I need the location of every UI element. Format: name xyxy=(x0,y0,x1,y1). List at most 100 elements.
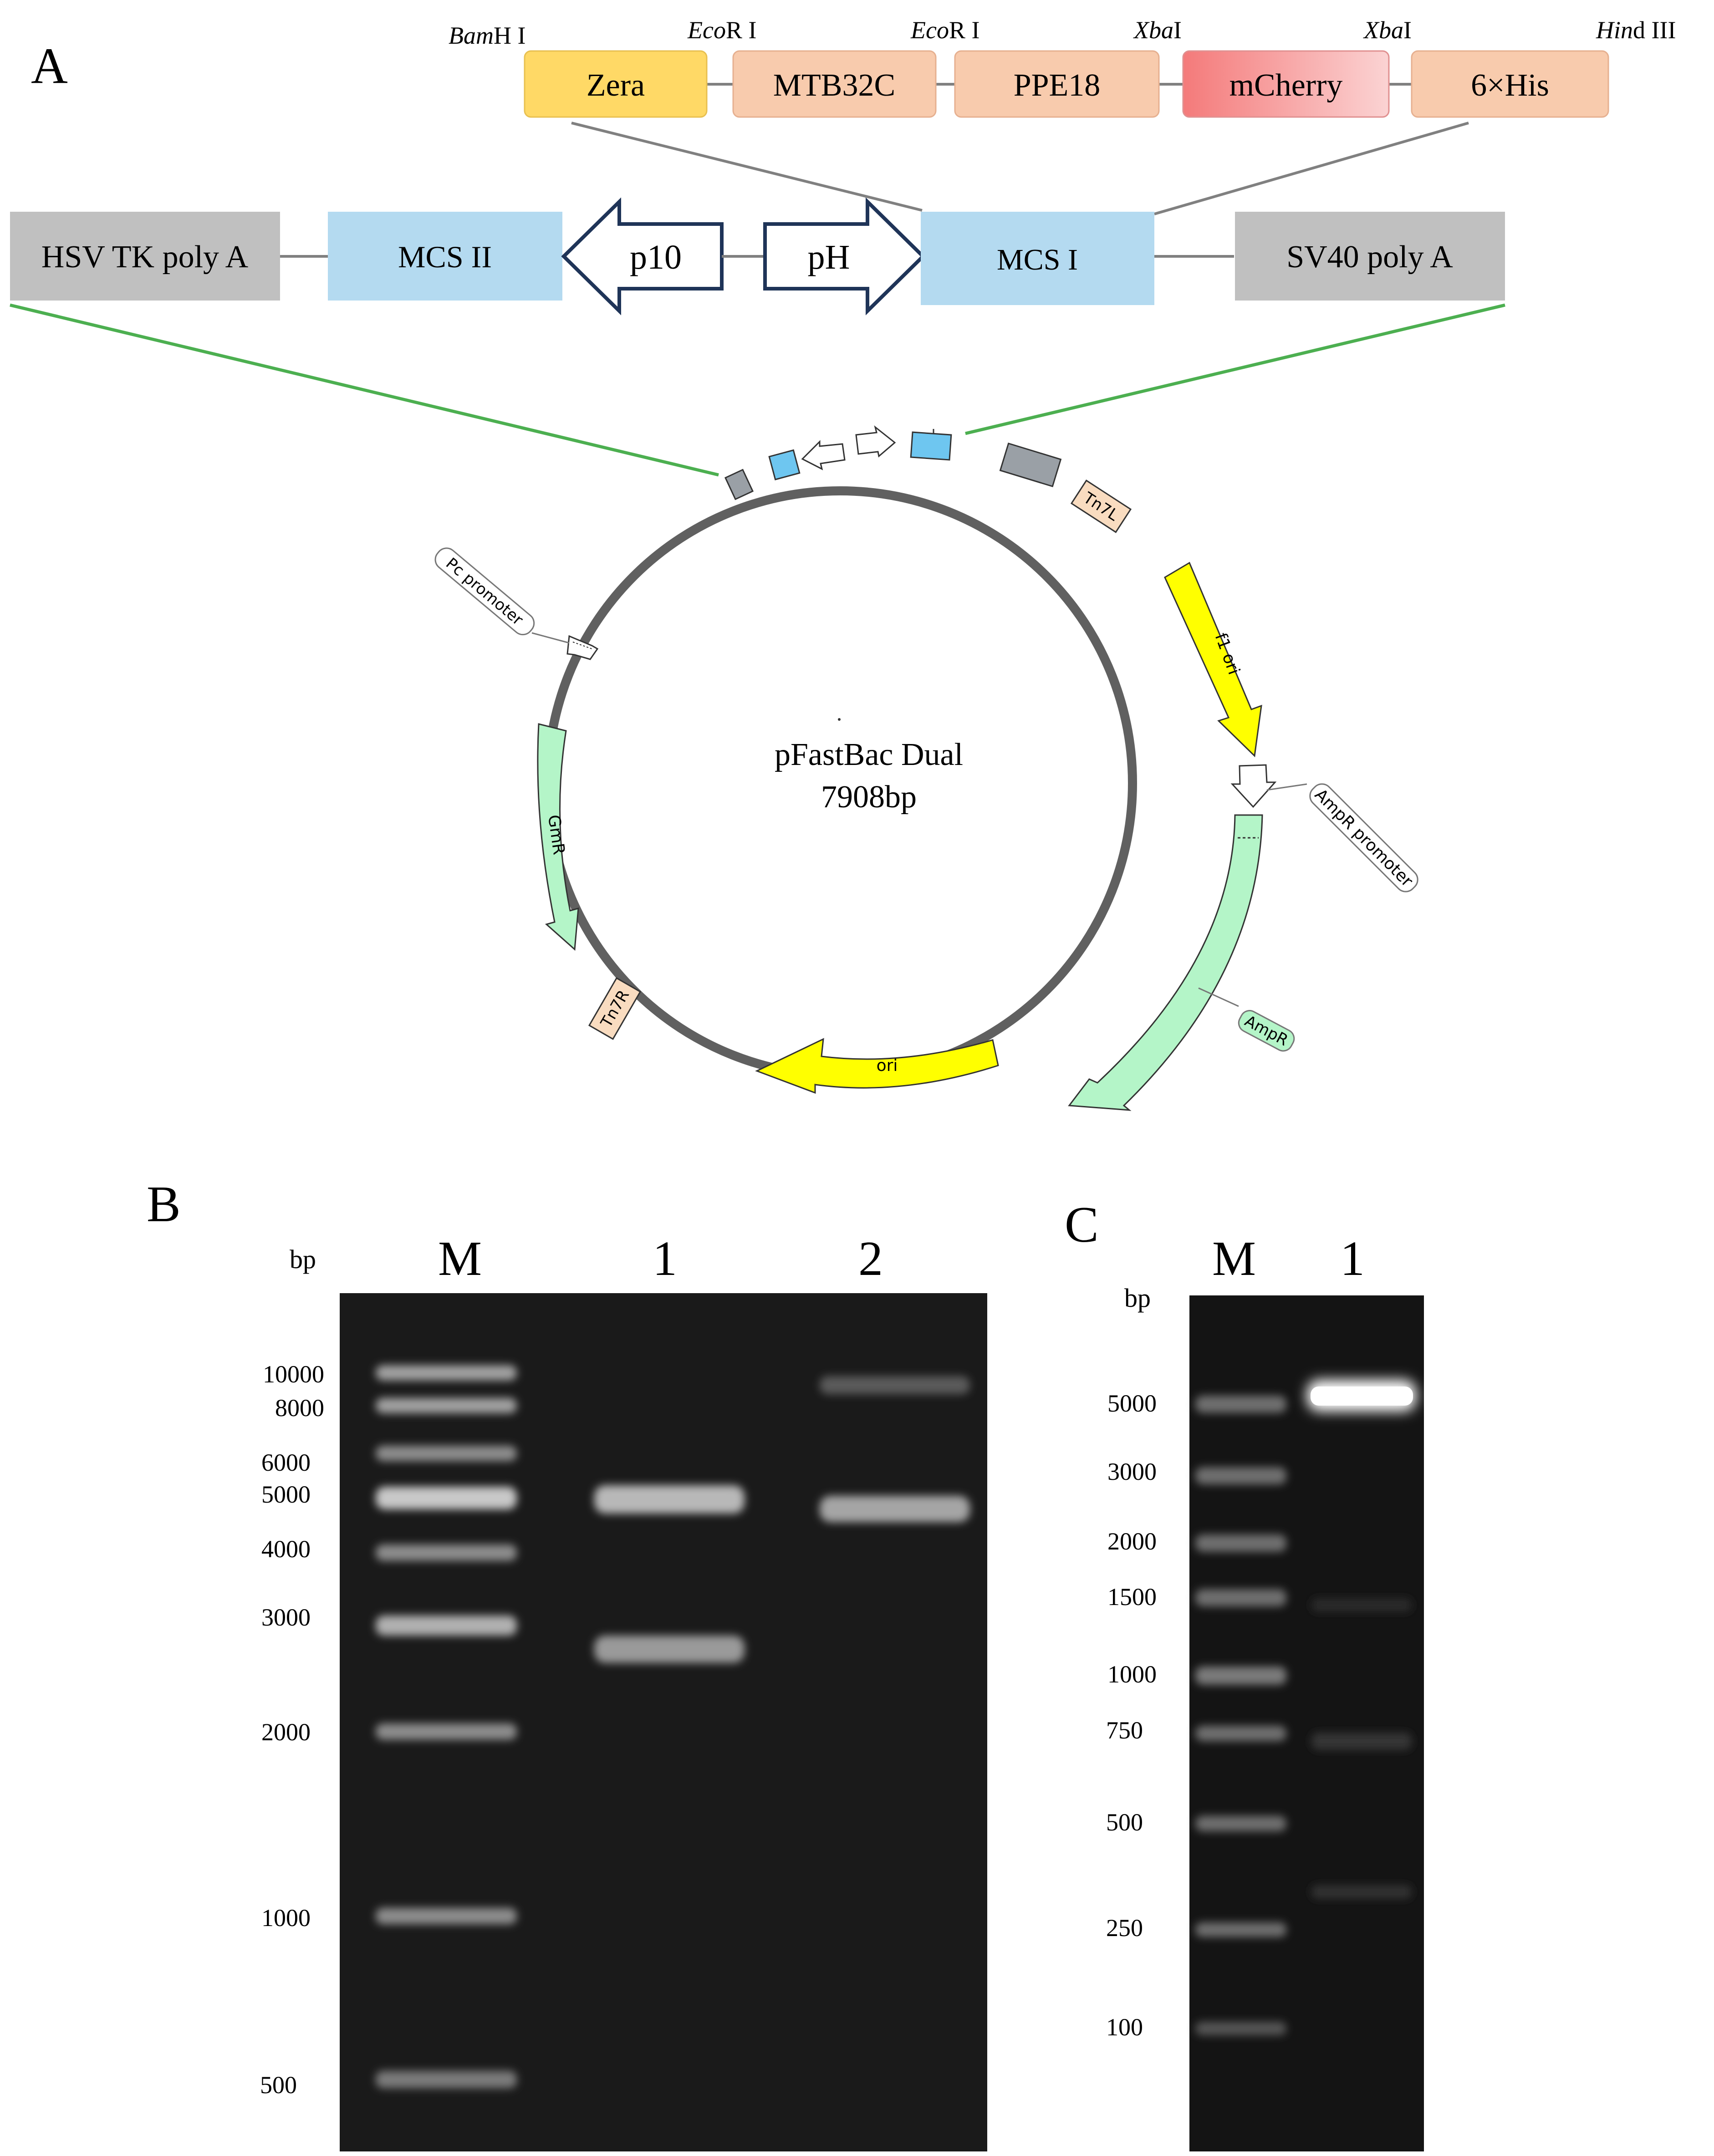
block-mtb32c: MTB32C xyxy=(732,50,937,118)
gel-c-marker-5000: 5000 xyxy=(1107,1390,1157,1417)
panel-label-c: C xyxy=(1065,1197,1099,1253)
site-xbai-2: XbaI xyxy=(1363,16,1412,44)
gel-c xyxy=(1189,1295,1424,2151)
pc-promoter-arrow xyxy=(566,635,599,660)
ph-arrow-shape xyxy=(763,197,926,316)
ampr-promoter-tag-box xyxy=(1309,783,1418,892)
mcs-i-label: MCS I xyxy=(997,243,1078,276)
p10-promoter-arrow: p10 xyxy=(561,197,724,316)
site-xbai-1: XbaI xyxy=(1133,16,1182,44)
gel-b-lane-labels: M 1 2 xyxy=(438,1232,883,1286)
ph-promoter-arrow: pH xyxy=(763,197,926,316)
block-ppe18-label: PPE18 xyxy=(1014,68,1101,103)
mcs-i: MCS I xyxy=(921,212,1154,305)
hsv-tk-polya-box xyxy=(10,212,280,301)
gel-c-bp-label: bp xyxy=(1124,1283,1151,1313)
ampr-tag-box xyxy=(1238,1010,1295,1052)
sv40-polya: SV40 poly A xyxy=(1235,212,1505,301)
ampr-promoter-tag: AmpR promoter xyxy=(1309,783,1418,892)
gel-b-marker-labels: 10000 8000 6000 5000 4000 3000 2000 1000… xyxy=(260,1361,324,2099)
gel-c-marker-ladder xyxy=(1195,1396,1286,2035)
ampr-promoter-arrow xyxy=(1230,764,1277,808)
gel-c-marker-labels: 5000 3000 2000 1500 1000 750 500 250 100 xyxy=(1106,1390,1157,2041)
expression-cassette: HSV TK poly A MCS II p10 pH MCS I SV40 p… xyxy=(10,197,1505,316)
p10-small-arrow-icon xyxy=(801,440,846,470)
hsv-tk-polya-label: HSV TK poly A xyxy=(41,240,249,275)
block-zera-box xyxy=(524,50,708,118)
gel-c-marker-2000: 2000 xyxy=(1107,1528,1157,1555)
tn7r-feature: Tn7R xyxy=(588,977,642,1040)
gel-b-marker-6000: 6000 xyxy=(261,1449,311,1476)
plasmid-center-dot xyxy=(838,718,841,721)
gel-b-lane-m: M xyxy=(438,1232,482,1286)
block-mtb32c-label: MTB32C xyxy=(773,68,895,103)
block-mtb32c-box xyxy=(732,50,937,118)
sv40-grey xyxy=(999,442,1062,488)
ori-arrow xyxy=(755,1038,999,1094)
gel-b-marker-3000: 3000 xyxy=(261,1604,311,1631)
gel-c-marker-3000: 3000 xyxy=(1107,1458,1157,1485)
gel-c-lane-1: 1 xyxy=(1340,1232,1365,1286)
panel-label-b: B xyxy=(147,1176,181,1233)
gel-c-marker-1000: 1000 xyxy=(1107,1661,1157,1688)
block-mcherry-label: mCherry xyxy=(1229,68,1343,103)
gel-b-lane-2-bands xyxy=(820,1376,970,1522)
gmr-arrow xyxy=(537,723,579,951)
block-6his-box xyxy=(1411,50,1609,118)
block-6his: 6×His xyxy=(1411,50,1609,118)
site-ecori-2: EcoR I xyxy=(910,16,979,44)
p10-label: p10 xyxy=(630,238,682,276)
tn7r-box xyxy=(588,977,642,1040)
gel-c-lane-1-bands xyxy=(1307,1380,1416,1899)
ph-small-arrow-icon xyxy=(855,425,896,458)
hsv-tk-polya: HSV TK poly A xyxy=(10,212,280,301)
plasmid-size: 7908bp xyxy=(821,780,917,815)
ampr-label: AmpR xyxy=(1242,1012,1291,1050)
f1-ori-arrow xyxy=(1164,561,1262,758)
ori-label: ori xyxy=(877,1056,898,1075)
pc-promoter-tag-box xyxy=(434,547,535,636)
restriction-sites: BamH I EcoR I EcoR I XbaI XbaI Hind III xyxy=(449,16,1676,49)
gel-c-lane-labels: M 1 xyxy=(1212,1232,1365,1286)
gel-b-marker-10000: 10000 xyxy=(263,1361,324,1388)
gel-c-lane-m: M xyxy=(1212,1232,1256,1286)
mcs-ii-label: MCS II xyxy=(398,240,492,274)
block-ppe18: PPE18 xyxy=(954,50,1160,118)
sv40-polya-box xyxy=(1235,212,1505,301)
gel-b-marker-8000: 8000 xyxy=(275,1394,324,1422)
ampr-promoter-label: AmpR promoter xyxy=(1311,785,1416,891)
site-bamhi: BamH I xyxy=(449,22,525,49)
gel-b-marker-2000: 2000 xyxy=(261,1718,311,1746)
gel-c-marker-1500: 1500 xyxy=(1107,1583,1157,1611)
gel-c-marker-250: 250 xyxy=(1106,1914,1143,1942)
sv40-polya-label: SV40 poly A xyxy=(1286,240,1453,275)
block-6his-label: 6×His xyxy=(1471,68,1549,103)
pc-promoter-label: Pc promoter xyxy=(442,554,526,629)
gel-c-marker-500: 500 xyxy=(1106,1809,1143,1836)
panel-label-a: A xyxy=(31,38,68,94)
gel-b-lane-1: 1 xyxy=(653,1232,677,1286)
gel-b-marker-500: 500 xyxy=(260,2071,297,2099)
block-ppe18-box xyxy=(954,50,1160,118)
gel-b-lane-2: 2 xyxy=(858,1232,883,1286)
ph-label: pH xyxy=(808,238,850,276)
mcs-ii: MCS II xyxy=(328,212,562,301)
gel-c-marker-750: 750 xyxy=(1106,1717,1143,1744)
ampr-tag: AmpR xyxy=(1238,1010,1295,1052)
mcs-i-box xyxy=(921,212,1154,305)
gel-b-marker-ladder xyxy=(376,1365,517,2088)
tn7l-feature: Tn7L xyxy=(1070,479,1132,533)
cassette-grey-small xyxy=(724,469,754,500)
gel-b xyxy=(340,1293,987,2151)
gel-b-marker-1000: 1000 xyxy=(261,1904,311,1932)
tn7l-box xyxy=(1070,479,1132,533)
mcs-ii-box xyxy=(328,212,562,301)
site-ecori-1: EcoR I xyxy=(687,16,756,44)
block-zera-label: Zera xyxy=(587,68,645,103)
gel-c-marker-100: 100 xyxy=(1106,2013,1143,2041)
gel-b-lane-1-bands xyxy=(594,1485,745,1663)
block-mcherry: mCherry xyxy=(1182,50,1390,118)
gel-b-marker-4000: 4000 xyxy=(261,1535,311,1563)
ampr-arrow xyxy=(1068,814,1263,1111)
